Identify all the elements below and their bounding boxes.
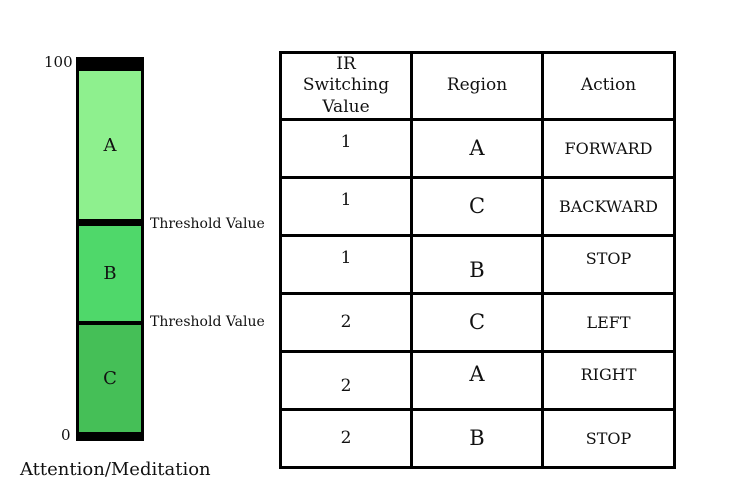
header-region: Region (410, 51, 544, 121)
region-b-label: B (103, 263, 117, 284)
action-cell: RIGHT (541, 349, 676, 411)
region-cell: A (410, 349, 544, 411)
table-row: 2 B STOP (279, 407, 676, 469)
region-cell: C (410, 175, 544, 237)
region-cell: B (410, 407, 544, 469)
header-ir-switching-value: IR Switching Value (279, 51, 413, 121)
region-cell: C (410, 291, 544, 353)
ir-value-cell: 1 (279, 175, 413, 237)
table-row: 1 A FORWARD (279, 117, 676, 179)
lower-threshold-label: Threshold Value (150, 314, 265, 330)
action-cell: STOP (541, 233, 676, 295)
ir-value-cell: 2 (279, 349, 413, 411)
region-a-label: A (103, 134, 117, 156)
region-c-label: C (103, 368, 117, 389)
control-table: IR Switching Value Region Action 1 A FOR… (279, 51, 676, 469)
header-action: Action (541, 51, 676, 121)
ir-value-cell: 2 (279, 291, 413, 353)
ir-value-cell: 1 (279, 233, 413, 295)
table-row: 2 A RIGHT (279, 349, 676, 411)
region-b-segment: B (79, 226, 141, 321)
bar-bottom-cap (76, 432, 144, 441)
ir-value-cell: 2 (279, 407, 413, 469)
axis-title: Attention/Meditation (20, 459, 211, 480)
scale-max-label: 100 (44, 53, 73, 71)
action-cell: LEFT (541, 291, 676, 353)
scale-min-label: 0 (61, 426, 71, 444)
region-c-segment: C (79, 325, 141, 432)
table-header-row: IR Switching Value Region Action (279, 51, 676, 121)
table-row: 2 C LEFT (279, 291, 676, 353)
level-bar: A B C (76, 57, 144, 441)
table-row: 1 C BACKWARD (279, 175, 676, 237)
upper-threshold-label: Threshold Value (150, 216, 265, 232)
action-cell: BACKWARD (541, 175, 676, 237)
action-cell: STOP (541, 407, 676, 469)
table-row: 1 B STOP (279, 233, 676, 295)
region-cell: A (410, 117, 544, 179)
region-cell: B (410, 233, 544, 295)
bar-top-cap (76, 57, 144, 71)
region-a-segment: A (79, 71, 141, 219)
action-cell: FORWARD (541, 117, 676, 179)
ir-value-cell: 1 (279, 117, 413, 179)
